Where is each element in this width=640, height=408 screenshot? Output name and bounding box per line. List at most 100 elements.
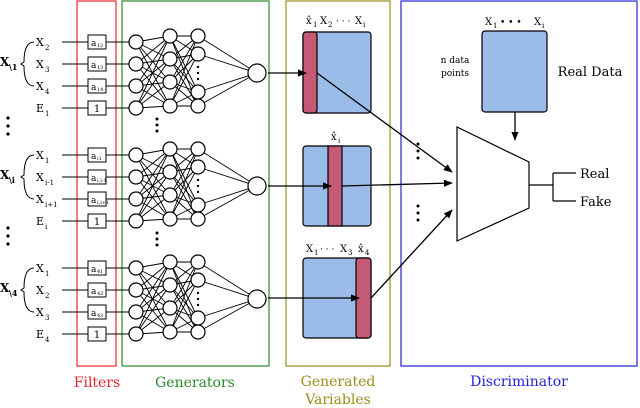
input-var-3-4: E [36, 328, 44, 341]
neuron-layer3 [190, 310, 206, 326]
neuron-layer3 [190, 141, 206, 157]
neuron-layer1 [128, 213, 144, 229]
edge [135, 154, 171, 220]
neuron-layer3 [190, 272, 206, 288]
filters-label: Filters [74, 375, 120, 391]
edge [169, 58, 199, 107]
block3-header-dots: · · · [320, 245, 334, 255]
layer3-ellipsis-dot [196, 178, 200, 182]
edge [169, 148, 199, 220]
input-var-2-2: X [36, 171, 44, 184]
block3-header-x1: X [306, 244, 314, 255]
neuron-layer2 [162, 277, 178, 293]
block1-header-xhat-sub: 1 [313, 21, 317, 29]
edge [135, 41, 171, 107]
neuron-layer2 [162, 187, 178, 203]
block1-header-x2-sub: 2 [328, 21, 332, 29]
discriminator-section-frame [400, 0, 638, 367]
filter-weight: a [91, 174, 97, 184]
neuron-layer2 [162, 98, 178, 114]
real-data-header-xi: X [534, 17, 542, 28]
edge [169, 279, 199, 333]
set-label-sub-1: \1 [9, 62, 18, 72]
discriminator-network [456, 126, 530, 242]
neuron-layer1 [128, 34, 144, 50]
edge [135, 261, 171, 313]
neuron-layer3 [190, 28, 206, 44]
edge [135, 176, 171, 220]
filter-weight: a [91, 287, 97, 297]
neuron-layer1 [128, 169, 144, 185]
generated-label-line1: Generated [301, 374, 376, 390]
layer3-ellipsis-dot [196, 184, 200, 188]
neuron-layer2 [162, 141, 178, 157]
edge [169, 148, 199, 196]
input-var-sub-1-3: 4 [45, 88, 50, 96]
filter-weight-sub: 43 [97, 313, 103, 319]
block1-header-xhat: x̂ [306, 16, 312, 27]
block2-header-xhat-sub: i [338, 137, 341, 145]
edge [135, 35, 171, 109]
filter-weight-sub: i,i-1 [97, 178, 107, 184]
block3-header-x1-sub: 1 [314, 249, 318, 257]
input-var-1-2: X [36, 58, 44, 71]
block3-header-xhat: x̂ [358, 244, 364, 255]
layer3-ellipsis-dot [196, 65, 200, 69]
edge [197, 185, 258, 206]
generated-blocks: x̂ 1 X 2 · · · X i x̂ i X 1 · · · X 3 x̂… [302, 16, 372, 339]
edge [169, 261, 199, 319]
set-brace-2 [20, 154, 35, 200]
arrow-block3-to-disc [370, 209, 453, 299]
real-data-header-x1: X [485, 17, 493, 28]
filter-weight-sub: 41 [97, 269, 103, 275]
real-data-box [481, 30, 548, 113]
edge [169, 171, 199, 220]
edge [169, 35, 199, 93]
block1-header-dots: · · · [336, 17, 350, 27]
neuron-layer2 [162, 28, 178, 44]
neuron-layer1 [128, 260, 144, 276]
layer3-ellipsis-dot [196, 297, 200, 301]
neuron-layer1 [128, 147, 144, 163]
layer3-ellipsis-dot [196, 77, 200, 81]
edge [197, 35, 258, 74]
neuron-layer2 [162, 74, 178, 90]
generated-variables-section-frame [285, 0, 391, 367]
edge [135, 261, 171, 335]
filter-weight-sub: i1 [97, 156, 102, 162]
neuron-layer3 [190, 159, 206, 175]
input-var-sub-1-2: 3 [45, 66, 49, 74]
generated-label-line2: Variables [304, 392, 371, 408]
network-ellipsis-top [155, 117, 159, 133]
neuron-layer1 [128, 304, 144, 320]
neuron-layer3 [190, 46, 206, 62]
edge [197, 72, 258, 107]
filter-weight: a [91, 265, 97, 275]
arrow-block1-to-disc [316, 72, 453, 173]
generator-output-neuron [247, 176, 267, 196]
set-brace-3 [20, 267, 35, 313]
input-var-3-1: X [36, 262, 44, 275]
filter-weight-sub: 14 [97, 87, 103, 93]
block1-header-xi-sub: i [363, 21, 366, 29]
input-var-sub-1-4: 1 [45, 110, 49, 118]
edge [197, 298, 258, 319]
input-var-sub-3-1: 1 [45, 270, 49, 278]
edge [169, 53, 199, 107]
neuron-layer3 [190, 324, 206, 340]
generators-label: Generators [155, 375, 235, 391]
neuron-layer3 [190, 98, 206, 114]
filter-weight: a [91, 83, 97, 93]
edge [169, 35, 199, 107]
set-label-sub-3: \4 [9, 288, 18, 298]
set-label-1: X [0, 55, 10, 69]
discriminator-ellipsis-bottom [416, 204, 420, 222]
arrow-block2-to-disc [341, 179, 453, 187]
filter-weight: 1 [94, 104, 100, 115]
filter-weight: a [91, 61, 97, 71]
real-data-header-x1-sub: 1 [493, 22, 497, 30]
input-var-sub-3-2: 2 [45, 292, 49, 300]
edge [135, 148, 171, 222]
